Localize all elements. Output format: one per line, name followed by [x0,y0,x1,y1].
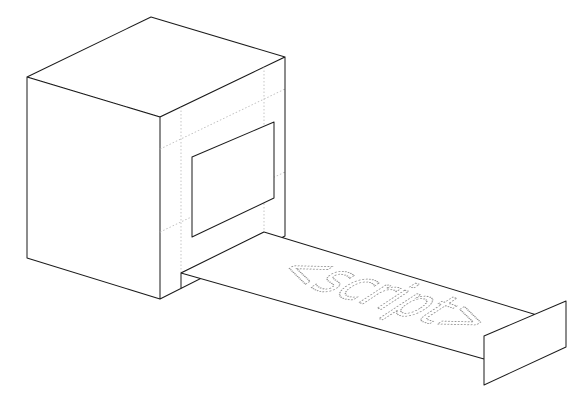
cube-window [191,121,275,238]
strip-end-card [483,300,567,386]
